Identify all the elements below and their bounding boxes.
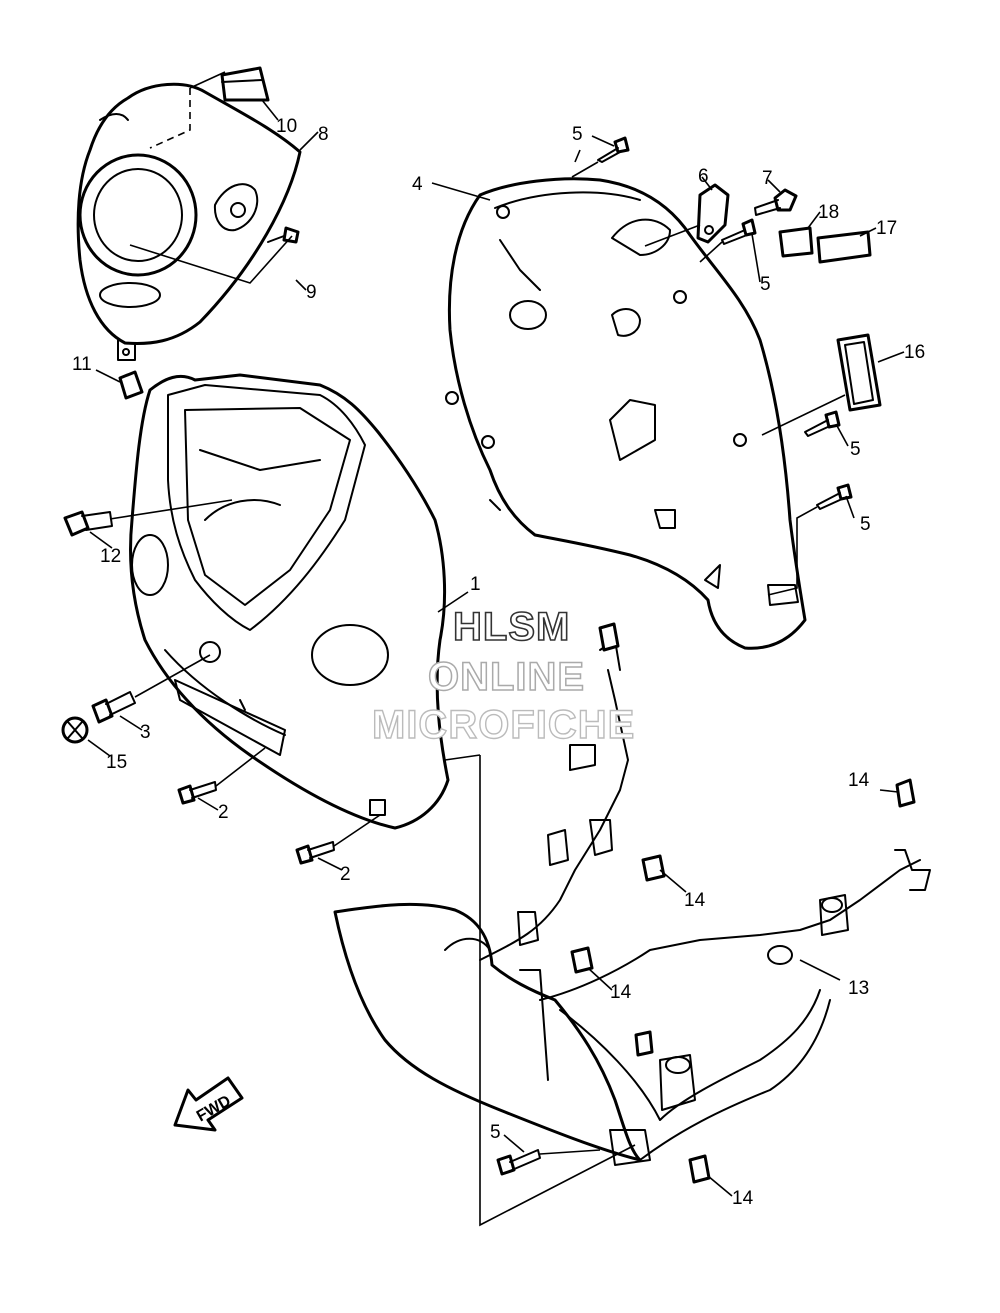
bolt-part-7 [754, 188, 798, 216]
callout-16: 16 [904, 342, 925, 363]
watermark-line-3: MICROFICHE [372, 703, 635, 747]
watermark-line-1: HLSM [453, 605, 570, 649]
callout-14: 14 [848, 770, 870, 791]
inner-panel-part [445, 177, 807, 650]
screw-part-5c [804, 410, 841, 437]
ref-line [479, 755, 636, 1227]
callout-5: 5 [490, 1122, 501, 1143]
grommet-frame-part [761, 333, 882, 436]
clip-part-14b [895, 778, 916, 808]
label-part-17 [816, 230, 872, 264]
screw-part-2a [177, 747, 266, 805]
callout-5: 5 [850, 439, 861, 460]
clip-part-14a [598, 622, 620, 652]
clip-part-14c [641, 854, 666, 882]
floorboard-part [333, 639, 931, 1166]
callout-8: 8 [318, 124, 329, 145]
callout-7: 7 [762, 168, 773, 189]
callout-3: 3 [140, 722, 151, 743]
callout-17: 17 [876, 218, 897, 239]
callout-4: 4 [412, 174, 423, 195]
front-leg-shield-part [129, 373, 450, 830]
watermark: HLSM ONLINE MICROFICHE [371, 604, 635, 748]
callout-5: 5 [860, 514, 871, 535]
screw-part-5e [496, 1149, 601, 1176]
callout-14: 14 [732, 1188, 754, 1209]
clip-part-14f [634, 1030, 654, 1057]
callout-1: 1 [470, 574, 481, 595]
screw-part-5b [699, 218, 757, 263]
pad-part [220, 66, 270, 102]
bolt-part [63, 499, 233, 537]
forward-direction-arrow: FWD [173, 1076, 244, 1132]
callout-leaders [87, 99, 905, 1197]
clip-part-14e [688, 1154, 711, 1184]
callout-5: 5 [572, 124, 583, 145]
screw-part-5a [571, 136, 630, 178]
screw-part-5d [767, 483, 853, 596]
clip-part [644, 183, 730, 247]
callout-14: 14 [684, 890, 706, 911]
callout-2: 2 [218, 802, 229, 823]
callout-5: 5 [760, 274, 771, 295]
label-part-18 [778, 226, 814, 258]
callout-11: 11 [72, 354, 92, 375]
headlight-cover-part [76, 71, 302, 361]
bolt-part-3 [91, 654, 211, 724]
screw-part [129, 226, 300, 284]
callout-10: 10 [276, 116, 297, 137]
watermark-line-2: ONLINE [428, 655, 585, 699]
callout-6: 6 [698, 166, 709, 187]
callout-12: 12 [100, 546, 121, 567]
callout-numbers: 1 2 2 3 4 5 5 5 5 5 6 7 8 9 10 11 12 13 … [72, 116, 925, 1209]
callout-13: 13 [848, 978, 869, 999]
callout-18: 18 [818, 202, 839, 223]
screw-part-2b [295, 814, 381, 865]
callout-15: 15 [106, 752, 127, 773]
ref-line [574, 149, 581, 163]
callout-2: 2 [340, 864, 351, 885]
nut-part [118, 370, 144, 400]
callout-14: 14 [610, 982, 632, 1003]
ref-line [444, 754, 481, 761]
callout-9: 9 [306, 282, 317, 303]
clip-part-14d [570, 946, 594, 974]
emblem-part [61, 716, 89, 744]
